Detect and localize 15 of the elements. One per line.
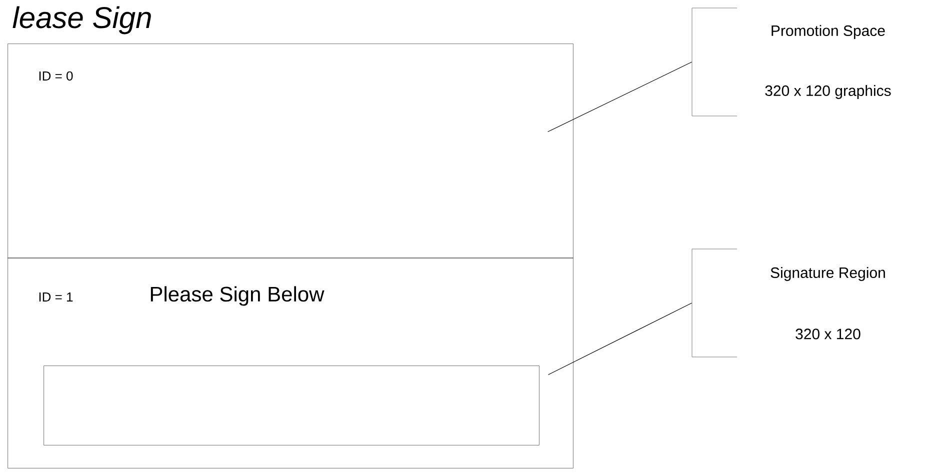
callout-text: 320 x 120 graphics [765,85,891,99]
callout-bracket [692,248,738,358]
title: lease Sign [12,6,151,34]
prompt-text: Please Sign Below [150,286,324,306]
callout-text: 320 x 120 [796,328,860,340]
leader-line [548,302,692,376]
screen-region [8,258,574,468]
callout-bracket [692,8,738,116]
screen-region [8,44,574,258]
leader-line [548,62,692,132]
region-id: ID = 1 [39,292,73,302]
callout-text: Promotion Space [772,25,885,39]
signature-field [44,366,540,446]
region-id: ID = 0 [39,71,73,81]
callout-text: Signature Region [770,267,885,281]
